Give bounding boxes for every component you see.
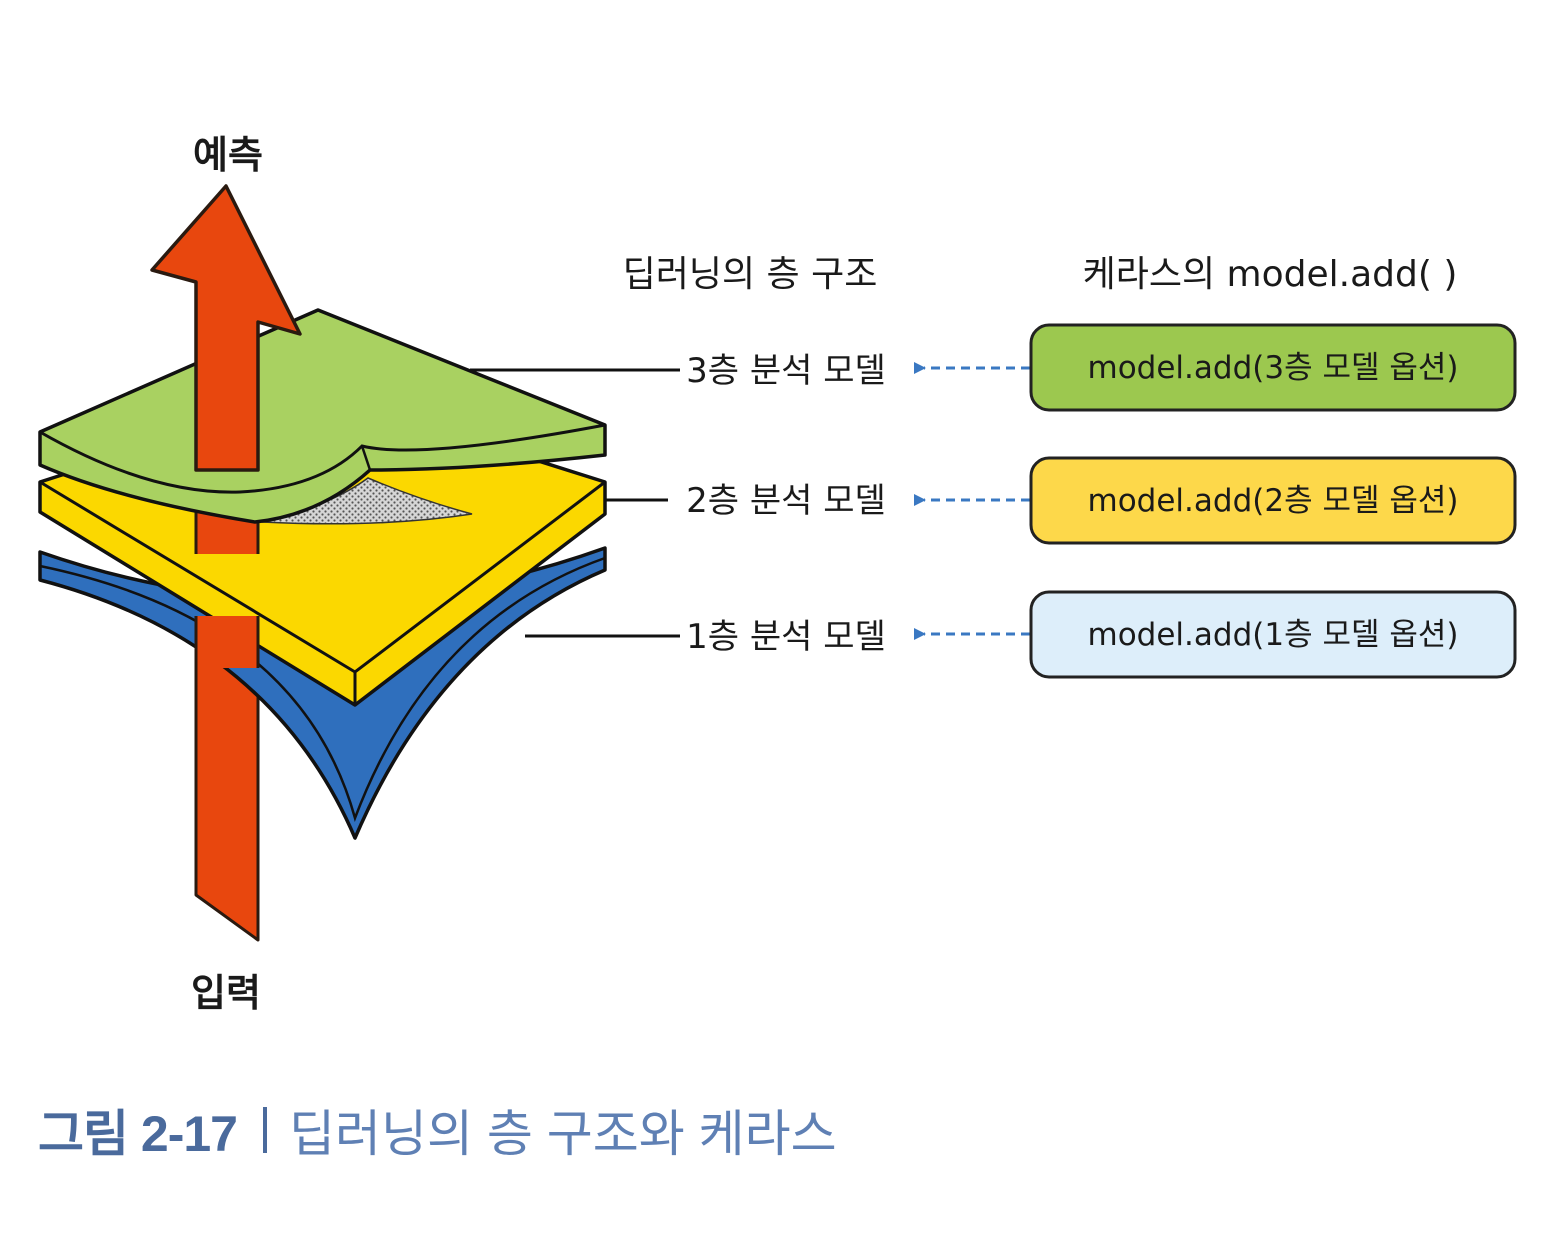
layer-3-shape: [38, 308, 607, 524]
layer-1-label: 1층 분석 모델: [686, 617, 886, 657]
caption-divider: [262, 1107, 267, 1153]
leader-lines: [470, 368, 680, 638]
prediction-label: 예측: [193, 133, 263, 177]
connectors: [914, 362, 1030, 640]
keras-header: 케라스의 model.add( ): [1083, 254, 1458, 295]
code-box-layer-3-text: model.add(3층 모델 옵션): [1088, 350, 1459, 386]
layer-3-label: 3층 분석 모델: [686, 351, 886, 391]
code-box-layer-2-text: model.add(2층 모델 옵션): [1088, 483, 1459, 519]
layers-header: 딥러닝의 층 구조: [623, 254, 878, 295]
code-box-layer-3: model.add(3층 모델 옵션): [1029, 323, 1517, 412]
layer-2-label: 2층 분석 모델: [686, 481, 886, 521]
figure-title: 딥러닝의 층 구조와 케라스: [288, 1106, 837, 1162]
input-label: 입력: [191, 971, 261, 1015]
prediction-arrow: [150, 184, 302, 472]
figure-caption: 그림 2-17 딥러닝의 층 구조와 케라스: [38, 1098, 837, 1162]
code-box-layer-1: model.add(1층 모델 옵션): [1029, 590, 1517, 679]
code-box-layer-2: model.add(2층 모델 옵션): [1029, 456, 1517, 545]
figure-number: 그림 2-17: [38, 1106, 238, 1162]
code-box-layer-1-text: model.add(1층 모델 옵션): [1088, 617, 1459, 653]
